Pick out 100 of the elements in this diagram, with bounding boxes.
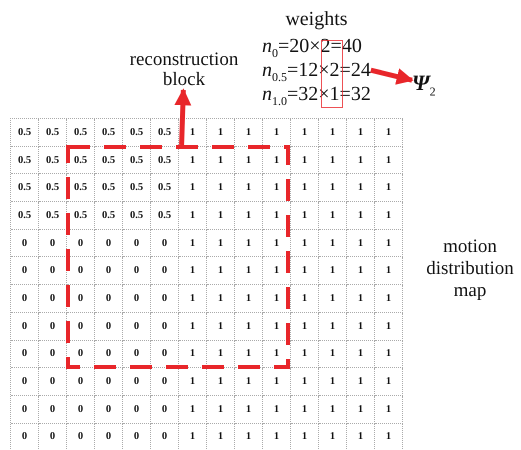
cell-value: 1 (246, 292, 252, 304)
cell-value: 1 (274, 210, 280, 221)
cell-value: 0 (106, 320, 112, 332)
cell-value: 1 (386, 404, 392, 415)
cell-value: 1 (358, 210, 364, 221)
cell-value: 0.5 (18, 182, 32, 194)
cell-value: 1 (358, 376, 364, 388)
cell-value: 1 (190, 376, 196, 388)
cell-value: 0 (22, 238, 28, 249)
cell-value: 1 (386, 265, 392, 276)
cell-value: 0 (78, 431, 84, 442)
cell-value: 0 (134, 292, 140, 304)
cell-value: 1 (218, 154, 224, 166)
arrow (174, 88, 192, 146)
cell-value: 1 (246, 210, 252, 221)
cell-value: 1 (386, 210, 392, 221)
symbol: Ψ$_{2}$ (412, 70, 436, 96)
cell-value: 1 (330, 265, 336, 276)
cell-value: 1 (386, 292, 392, 304)
cell-value: 0 (78, 292, 84, 304)
cell-value: 1 (386, 348, 392, 360)
cell-value: 1 (246, 348, 252, 360)
cell-value: 1 (386, 126, 392, 138)
cell-value: 1 (302, 348, 308, 360)
cell-value: 1 (386, 320, 392, 332)
cell-value: 0.5 (102, 154, 116, 166)
cell-value: 1 (190, 238, 196, 249)
cell-value: 0 (134, 348, 140, 360)
cell-value: 0.5 (158, 182, 172, 194)
cell-value: 0 (134, 238, 140, 249)
cell-value: 0 (162, 265, 168, 276)
cell-value: 1 (386, 431, 392, 442)
cell-value: 1 (246, 126, 252, 138)
cell-value: 0.5 (130, 126, 144, 138)
cell-value: 1 (358, 348, 364, 360)
cell-value: 0 (22, 431, 28, 442)
side-label: motion distribution map (425, 236, 515, 302)
cell-value: 1 (386, 154, 392, 166)
cell-value: 1 (302, 265, 308, 276)
cell-value: 1 (190, 320, 196, 332)
cell-value: 0.5 (158, 126, 172, 138)
cell-value: 1 (190, 182, 196, 194)
cell-value: 1 (358, 292, 364, 304)
cell-value: 1 (246, 154, 252, 166)
cell-value: 0 (22, 265, 28, 276)
cell-value: 1 (190, 292, 196, 304)
cell-value: 0 (22, 376, 28, 388)
cell-value: 0 (106, 238, 112, 249)
cell-value: 0.5 (74, 126, 88, 138)
cell-value: 0 (50, 348, 56, 360)
cell-value: 1 (190, 431, 196, 442)
cell-value: 0 (78, 376, 84, 388)
cell-value: 0.5 (130, 182, 144, 194)
cell-value: 0.5 (18, 210, 32, 221)
cell-value: 0 (162, 431, 168, 442)
cell-value: 1 (302, 376, 308, 388)
cell-value: 1 (190, 210, 196, 221)
cell-value: 1 (246, 376, 252, 388)
cell-value: 1 (358, 182, 364, 194)
cell-value: 0 (134, 376, 140, 388)
cell-value: 1 (246, 320, 252, 332)
cell-value: 0 (50, 292, 56, 304)
cell-value: 1 (218, 265, 224, 276)
arrow (370, 68, 414, 85)
cell-value: 1 (358, 431, 364, 442)
cell-value: 0 (50, 431, 56, 442)
cell-value: 0 (106, 431, 112, 442)
cell-value: 1 (330, 238, 336, 249)
cell-value: 0.5 (158, 154, 172, 166)
cell-value: 1 (386, 182, 392, 194)
cell-value: 0.5 (158, 210, 172, 221)
cell-value: 1 (302, 292, 308, 304)
cell-value: 1 (274, 182, 280, 194)
cell-value: 0 (162, 320, 168, 332)
cell-value: 1 (190, 404, 196, 415)
cell-value: 0 (106, 348, 112, 360)
cell-value: 0 (106, 404, 112, 415)
cell-value: 1 (246, 182, 252, 194)
cell-value: 0.5 (18, 126, 32, 138)
cell-value: 1 (274, 238, 280, 249)
cell-value: 1 (274, 292, 280, 304)
cell-value: 1 (302, 126, 308, 138)
cell-value: 1 (302, 320, 308, 332)
cell-value: 0 (22, 292, 28, 304)
cell-value: 0.5 (130, 210, 144, 221)
cell-value: 1 (302, 182, 308, 194)
cell-value: 0 (162, 348, 168, 360)
cell-value: 1 (218, 292, 224, 304)
cell-value: 1 (330, 210, 336, 221)
cell-value: 1 (190, 348, 196, 360)
cell-value: 0.5 (102, 210, 116, 221)
cell-value: 0.5 (46, 210, 60, 221)
cell-value: 1 (330, 154, 336, 166)
cell-value: 1 (274, 348, 280, 360)
cell-value: 1 (218, 431, 224, 442)
cell-value: 1 (274, 265, 280, 276)
cell-value: 1 (302, 431, 308, 442)
cell-value: 0.5 (74, 210, 88, 221)
heading: weights (284, 8, 349, 30)
cell-value: 0.5 (46, 182, 60, 194)
